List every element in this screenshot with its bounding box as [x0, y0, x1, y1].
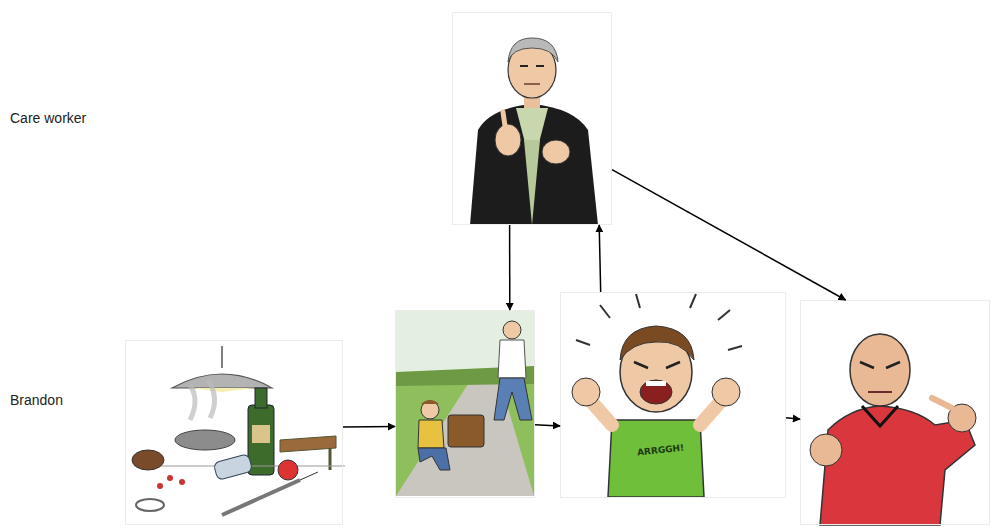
- pill: [179, 479, 185, 485]
- angry-boy-illustration: [572, 294, 742, 497]
- boy-hair: [421, 400, 439, 404]
- man-head: [503, 321, 521, 339]
- care-worker-illustration: [470, 38, 598, 225]
- pointing-finger: [932, 398, 952, 408]
- mouth: [868, 391, 892, 393]
- left-hand: [495, 124, 521, 156]
- angry-man-illustration: [810, 334, 976, 525]
- left-fist: [572, 378, 600, 406]
- man-jeans: [494, 378, 532, 420]
- arrow-connector: [786, 418, 800, 420]
- pill: [157, 483, 163, 489]
- can: [213, 454, 252, 481]
- bench-leg: [329, 448, 332, 470]
- ashtray: [175, 430, 235, 450]
- fist: [810, 434, 842, 466]
- collar: [862, 406, 898, 426]
- abandonment-panel: [395, 310, 535, 498]
- mouth: [524, 83, 540, 85]
- man-head: [850, 334, 910, 406]
- abandonment-illustration: [396, 311, 534, 496]
- lamp-shade: [172, 374, 272, 388]
- angry-man-panel: [800, 300, 990, 525]
- teeth: [646, 381, 666, 386]
- angry-boy-panel: ARRGGH!: [560, 292, 786, 498]
- arrow-connector: [509, 225, 511, 310]
- boy-hair: [620, 326, 694, 360]
- needle: [300, 472, 318, 480]
- arrow-connector: [599, 225, 600, 292]
- suitcase: [448, 415, 484, 447]
- row-label: Brandon: [10, 392, 63, 408]
- boy-jeans: [418, 448, 450, 470]
- hair: [508, 38, 558, 62]
- bench: [280, 436, 336, 452]
- row-label: Care worker: [10, 110, 86, 126]
- spoon: [136, 499, 164, 511]
- right-fist: [712, 378, 740, 406]
- arrow-connector: [343, 426, 395, 428]
- drug-scene-panel: [125, 340, 343, 525]
- drug-scene-illustration: [132, 346, 345, 515]
- right-hand: [542, 140, 570, 164]
- man-shirt: [498, 340, 526, 378]
- boy-shirt: [418, 420, 444, 448]
- syringe: [222, 480, 300, 515]
- eyes: [520, 65, 544, 67]
- can-end: [278, 460, 298, 480]
- care-worker-panel: [452, 12, 612, 225]
- arrow-connector: [612, 170, 846, 300]
- smoke: [190, 380, 215, 420]
- bottle: [248, 405, 274, 475]
- lamp-cord: [221, 346, 223, 368]
- shouting-mouth: [640, 380, 672, 404]
- shirt-text: ARRGGH!: [637, 443, 685, 458]
- green-shirt: [608, 420, 704, 497]
- suit-jacket: [470, 104, 598, 225]
- shirt-shade: [524, 140, 540, 225]
- raised-finger: [503, 112, 505, 126]
- pill-jar: [132, 450, 164, 470]
- angry-brows: [634, 362, 680, 368]
- pill: [167, 475, 173, 481]
- boy-head: [421, 401, 439, 419]
- bottle-label: [252, 425, 270, 443]
- lamp-light: [190, 388, 254, 392]
- bottle-neck: [255, 388, 267, 408]
- arrow-connector: [535, 425, 560, 426]
- angry-brows: [860, 362, 900, 368]
